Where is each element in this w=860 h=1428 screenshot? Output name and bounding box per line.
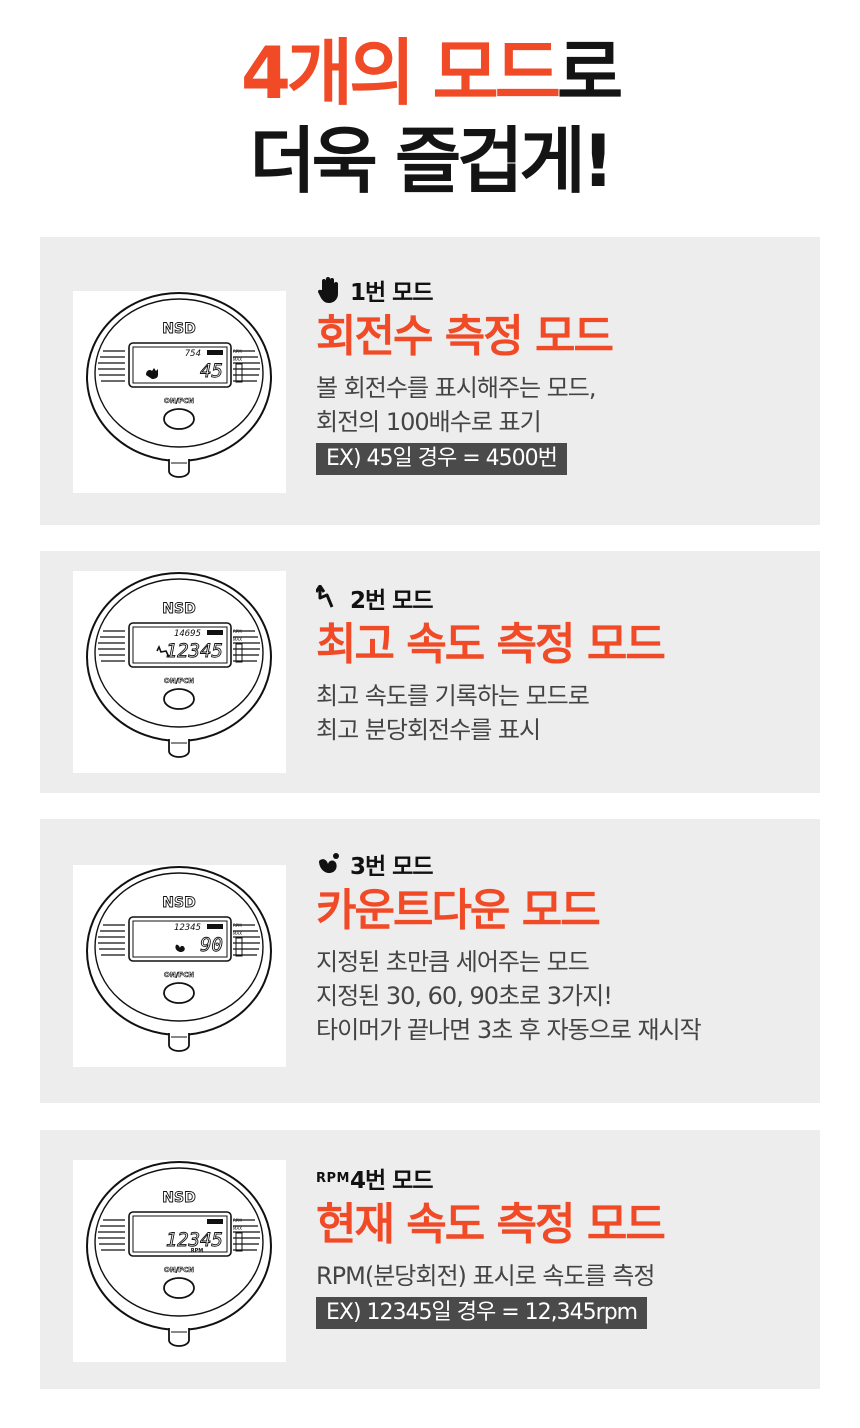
device-unit: RPM — [191, 1248, 204, 1254]
mode-number-label: 1번 모드 — [350, 280, 433, 306]
svg-text:MAX: MAX — [233, 357, 242, 362]
device-brand: NSD — [162, 601, 195, 617]
headline-line-2: 더욱 즐겁게! — [249, 119, 614, 203]
device-big-reading: 45 — [200, 360, 223, 382]
rpm-icon: RPM — [316, 1170, 350, 1186]
headline-rest: 로 — [556, 31, 623, 115]
device-small-reading: 754 — [185, 349, 201, 359]
device-big-reading: 90 — [200, 934, 223, 956]
hand-icon — [316, 275, 350, 305]
headline-accent: 4개의 모드 — [240, 31, 561, 115]
device-button-label: ON/FCN — [164, 1266, 194, 1274]
mode-label-row: 1번 모드 — [316, 275, 810, 306]
device-image: NSD 754 45 RPM MAX ON/FCN — [73, 291, 286, 493]
device-image: NSD 12345 90 RPM MAX ON/FCN — [73, 865, 286, 1067]
mode-label-row: 2번 모드 — [316, 583, 810, 614]
description-line: 볼 회전수를 표시해주는 모드, — [316, 374, 596, 402]
device-image: NSD 12345 RPM RPM MAX ON/FCN — [73, 1160, 286, 1362]
description-line: 지정된 30, 60, 90초로 3가지! — [316, 982, 613, 1010]
mode-title: 카운트다운 모드 — [316, 885, 601, 936]
svg-text:RPM: RPM — [233, 629, 242, 634]
device-button-label: ON/FCN — [164, 397, 194, 405]
countdown-icon — [316, 849, 350, 879]
rpm-meter-illustration: NSD 12345 90 RPM MAX ON/FCN — [86, 866, 272, 1052]
mode-label-row: 3번 모드 — [316, 849, 810, 880]
mode-number-label: 3번 모드 — [350, 854, 433, 880]
device-small-reading: 12345 — [174, 923, 201, 933]
svg-text:RPM: RPM — [233, 923, 242, 928]
device-button-label: ON/FCN — [164, 971, 194, 979]
svg-text:MAX: MAX — [233, 637, 242, 642]
device-big-reading: 12345 — [166, 1229, 223, 1251]
device-brand: NSD — [162, 1190, 195, 1206]
svg-text:RPM: RPM — [233, 349, 242, 354]
description-line: 지정된 초만큼 세어주는 모드 — [316, 948, 590, 976]
svg-text:MAX: MAX — [233, 1226, 242, 1231]
device-image: NSD 14695 12345 RPM MAX ON/FCN — [73, 571, 286, 773]
device-brand: NSD — [162, 895, 195, 911]
rpm-meter-illustration: NSD 14695 12345 RPM MAX ON/FCN — [86, 572, 272, 758]
device-button-label: ON/FCN — [164, 677, 194, 685]
mode-number-label: 2번 모드 — [350, 588, 433, 614]
device-big-reading: 12345 — [166, 640, 223, 662]
mode-description: RPM(분당회전) 표시로 속도를 측정 — [316, 1259, 810, 1293]
device-small-reading: 14695 — [174, 629, 201, 639]
rpm-meter-illustration: NSD 754 45 RPM MAX ON/FCN — [86, 292, 272, 478]
example-badge: EX) 12345일 경우 = 12,345rpm — [316, 1297, 648, 1329]
mode-description: 볼 회전수를 표시해주는 모드, 회전의 100배수로 표기 — [316, 371, 810, 439]
rpm-meter-illustration: NSD 12345 RPM RPM MAX ON/FCN — [86, 1161, 272, 1347]
mode-title: 회전수 측정 모드 — [316, 311, 614, 362]
device-brand: NSD — [162, 321, 195, 337]
peak-arrow-icon — [316, 583, 350, 613]
example-badge: EX) 45일 경우 = 4500번 — [316, 443, 567, 475]
description-line: 회전의 100배수로 표기 — [316, 408, 542, 436]
svg-text:RPM: RPM — [233, 1218, 242, 1223]
svg-text:MAX: MAX — [233, 931, 242, 936]
mode-title: 최고 속도 측정 모드 — [316, 619, 666, 670]
description-line: 최고 분당회전수를 표시 — [316, 716, 541, 744]
mode-title: 현재 속도 측정 모드 — [316, 1199, 666, 1250]
description-line: RPM(분당회전) 표시로 속도를 측정 — [316, 1262, 655, 1290]
description-line: 최고 속도를 기록하는 모드로 — [316, 682, 590, 710]
mode-number-label: 4번 모드 — [350, 1168, 433, 1194]
headline-line-1: 4개의 모드로 — [0, 30, 860, 116]
headline: 4개의 모드로 더욱 즐겁게! — [0, 30, 860, 204]
description-line: 타이머가 끝나면 3초 후 자동으로 재시작 — [316, 1016, 702, 1044]
